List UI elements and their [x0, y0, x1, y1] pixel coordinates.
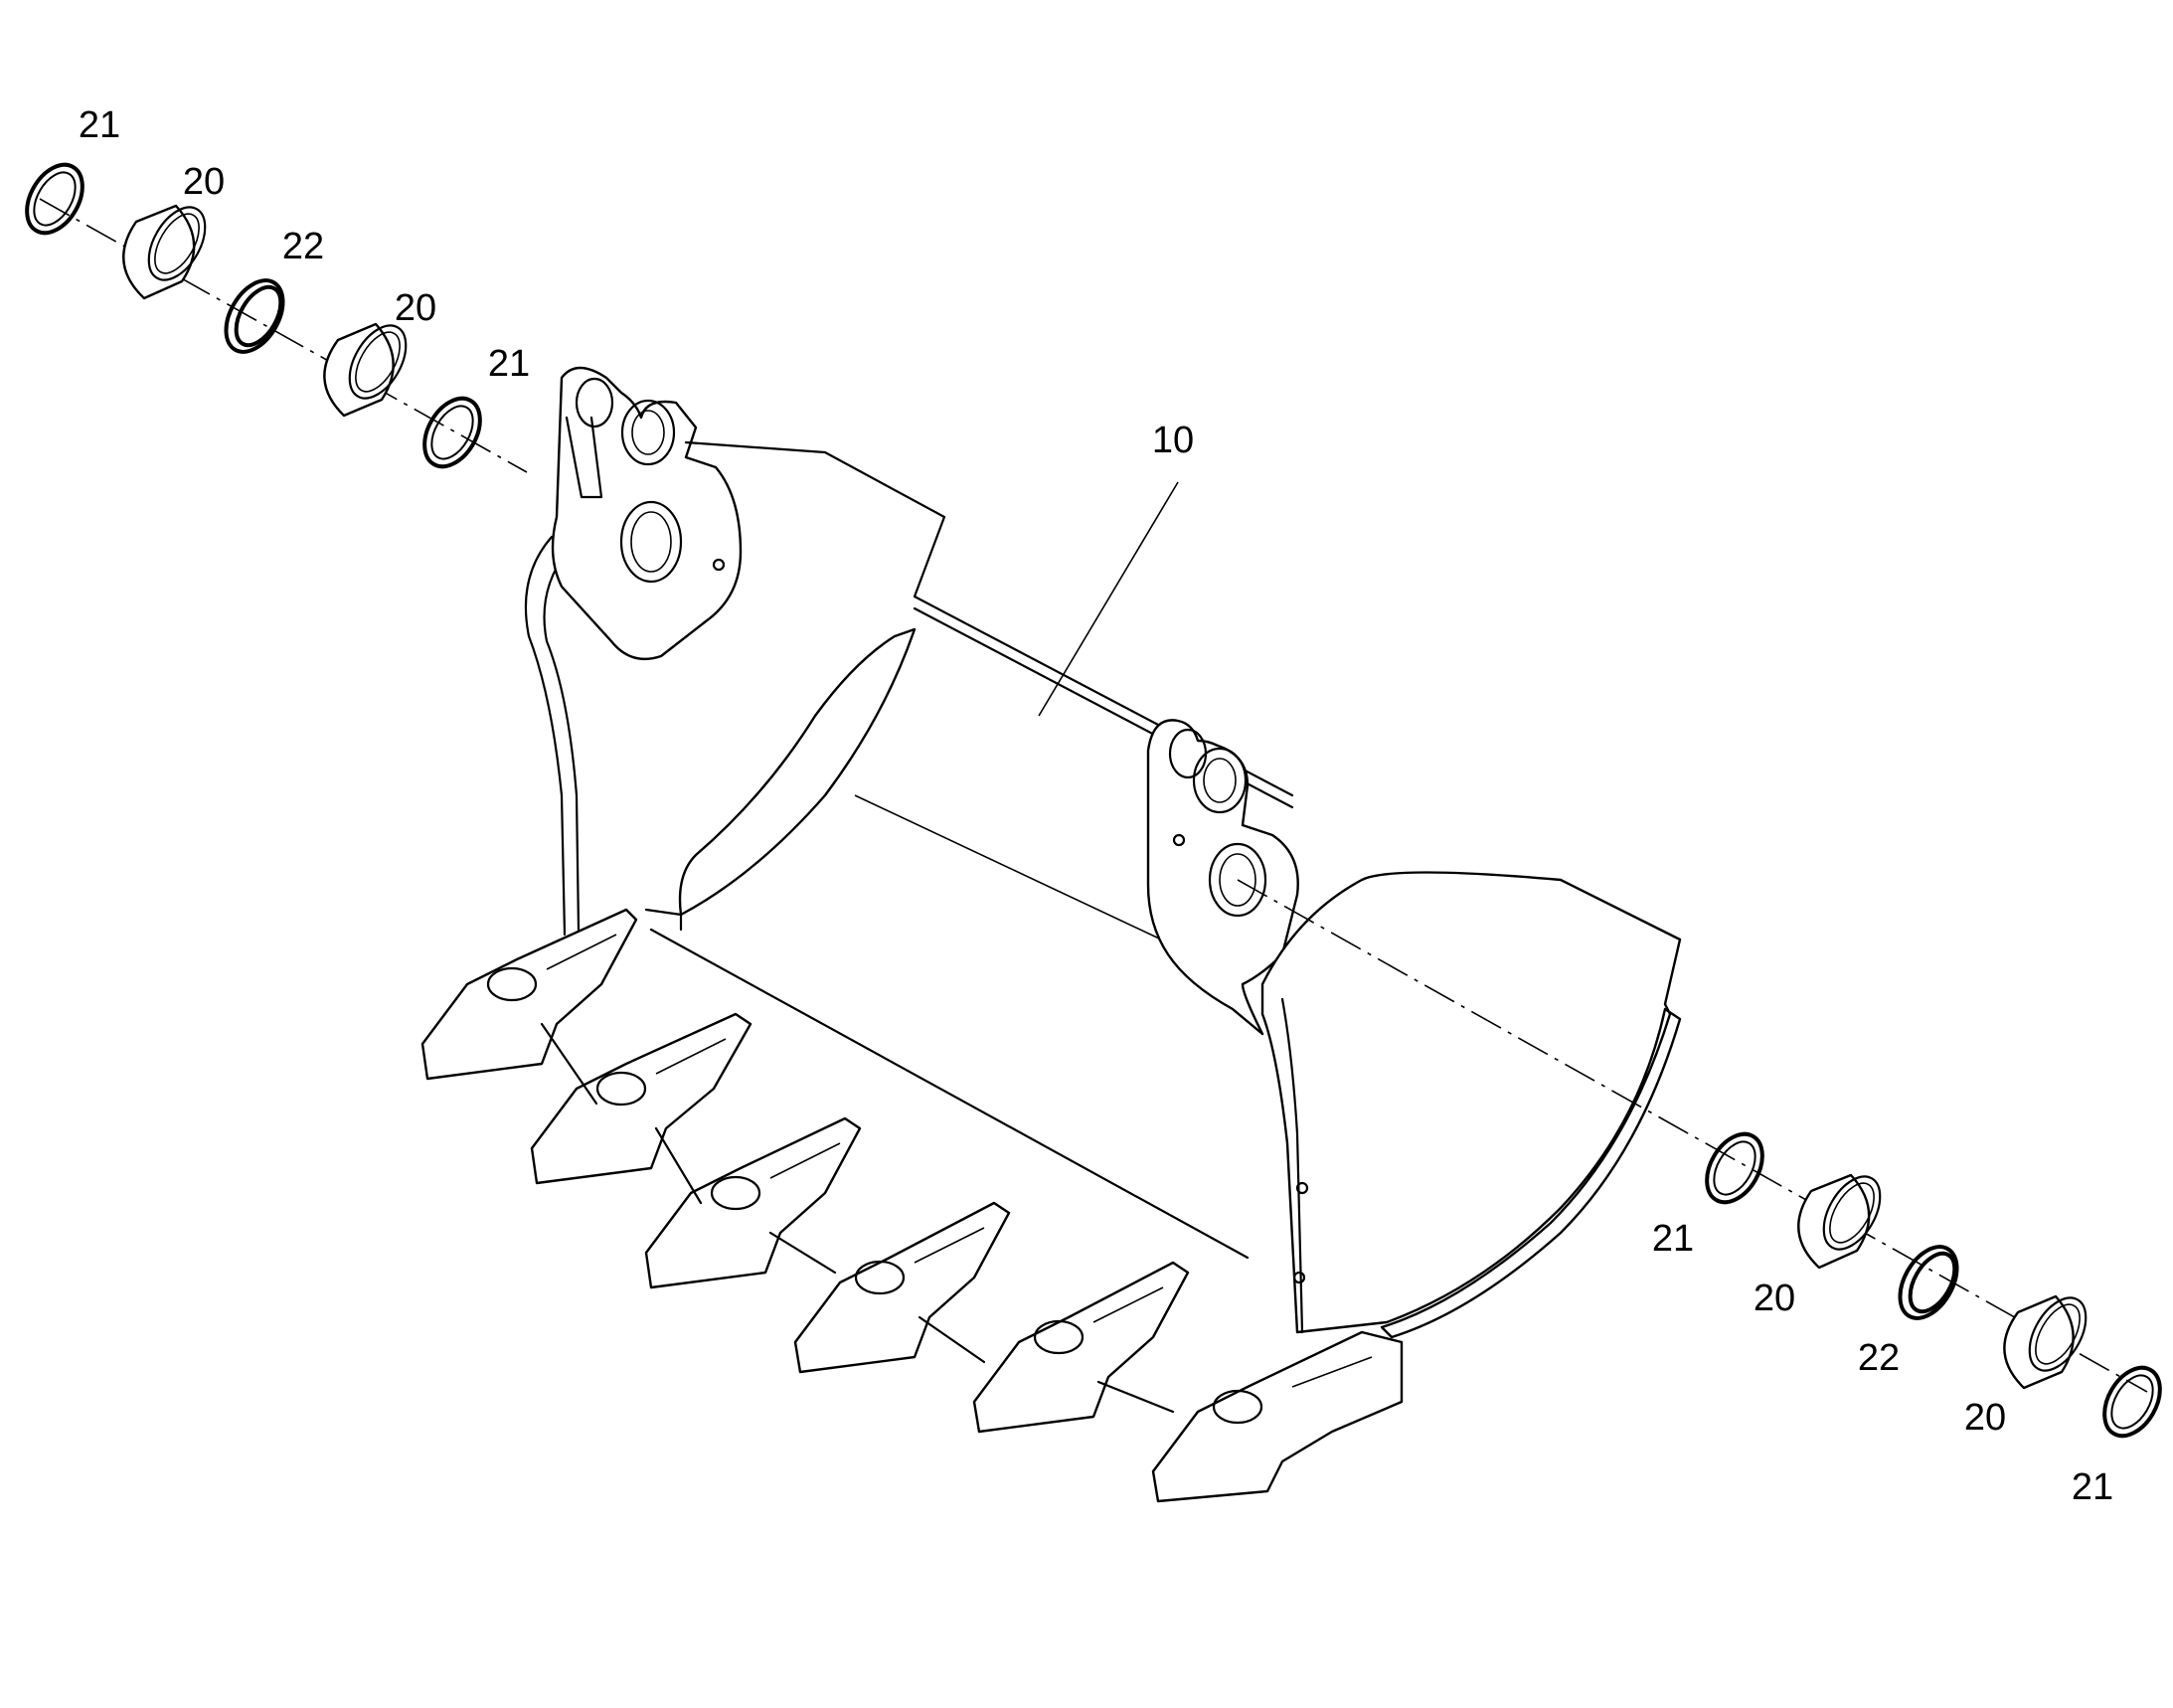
- part-label-20: 20: [1754, 1278, 1795, 1319]
- tooth-4: [793, 1201, 1011, 1374]
- snap-ring-21-upper-left-b: [422, 396, 482, 469]
- bucket-teeth: [420, 908, 1404, 1503]
- tooth-3: [644, 1116, 862, 1289]
- tooth-1: [420, 908, 638, 1081]
- part-label-21: 21: [1652, 1218, 1694, 1260]
- tooth-6: [1151, 1330, 1404, 1503]
- tooth-2: [530, 1012, 752, 1185]
- right-hinge-part-group: [1237, 879, 2162, 1439]
- part-label-20: 20: [1964, 1397, 2006, 1439]
- left-hinge-part-group: [25, 162, 528, 473]
- part-number-labels: 21 20 22 20 21 21 20 22 20 21: [79, 104, 2113, 1508]
- bucket-body: 10: [524, 366, 1682, 1339]
- part-label-22: 22: [1858, 1337, 1900, 1379]
- bushing-20-lower-right-a: [1797, 1173, 1882, 1270]
- shim-ring-22-lower-right: [1898, 1245, 1959, 1320]
- bushing-20-upper-left-a: [122, 204, 207, 300]
- part-label-22: 22: [282, 226, 324, 267]
- part-label-21: 21: [79, 104, 120, 146]
- tooth-5: [972, 1261, 1190, 1434]
- bushing-20-upper-left-b: [323, 322, 408, 418]
- part-label-20: 20: [395, 287, 436, 329]
- snap-ring-21-upper-left: [25, 162, 84, 236]
- part-label-10: 10: [1152, 420, 1194, 461]
- shim-ring-22-upper-left: [224, 278, 285, 354]
- snap-ring-21-lower-right-a: [1705, 1131, 1764, 1205]
- bushing-20-lower-right-b: [2003, 1294, 2088, 1390]
- part-label-20: 20: [183, 161, 225, 203]
- part-label-21: 21: [488, 343, 530, 385]
- snap-ring-21-lower-right-b: [2102, 1365, 2162, 1439]
- part-label-21: 21: [2072, 1466, 2113, 1508]
